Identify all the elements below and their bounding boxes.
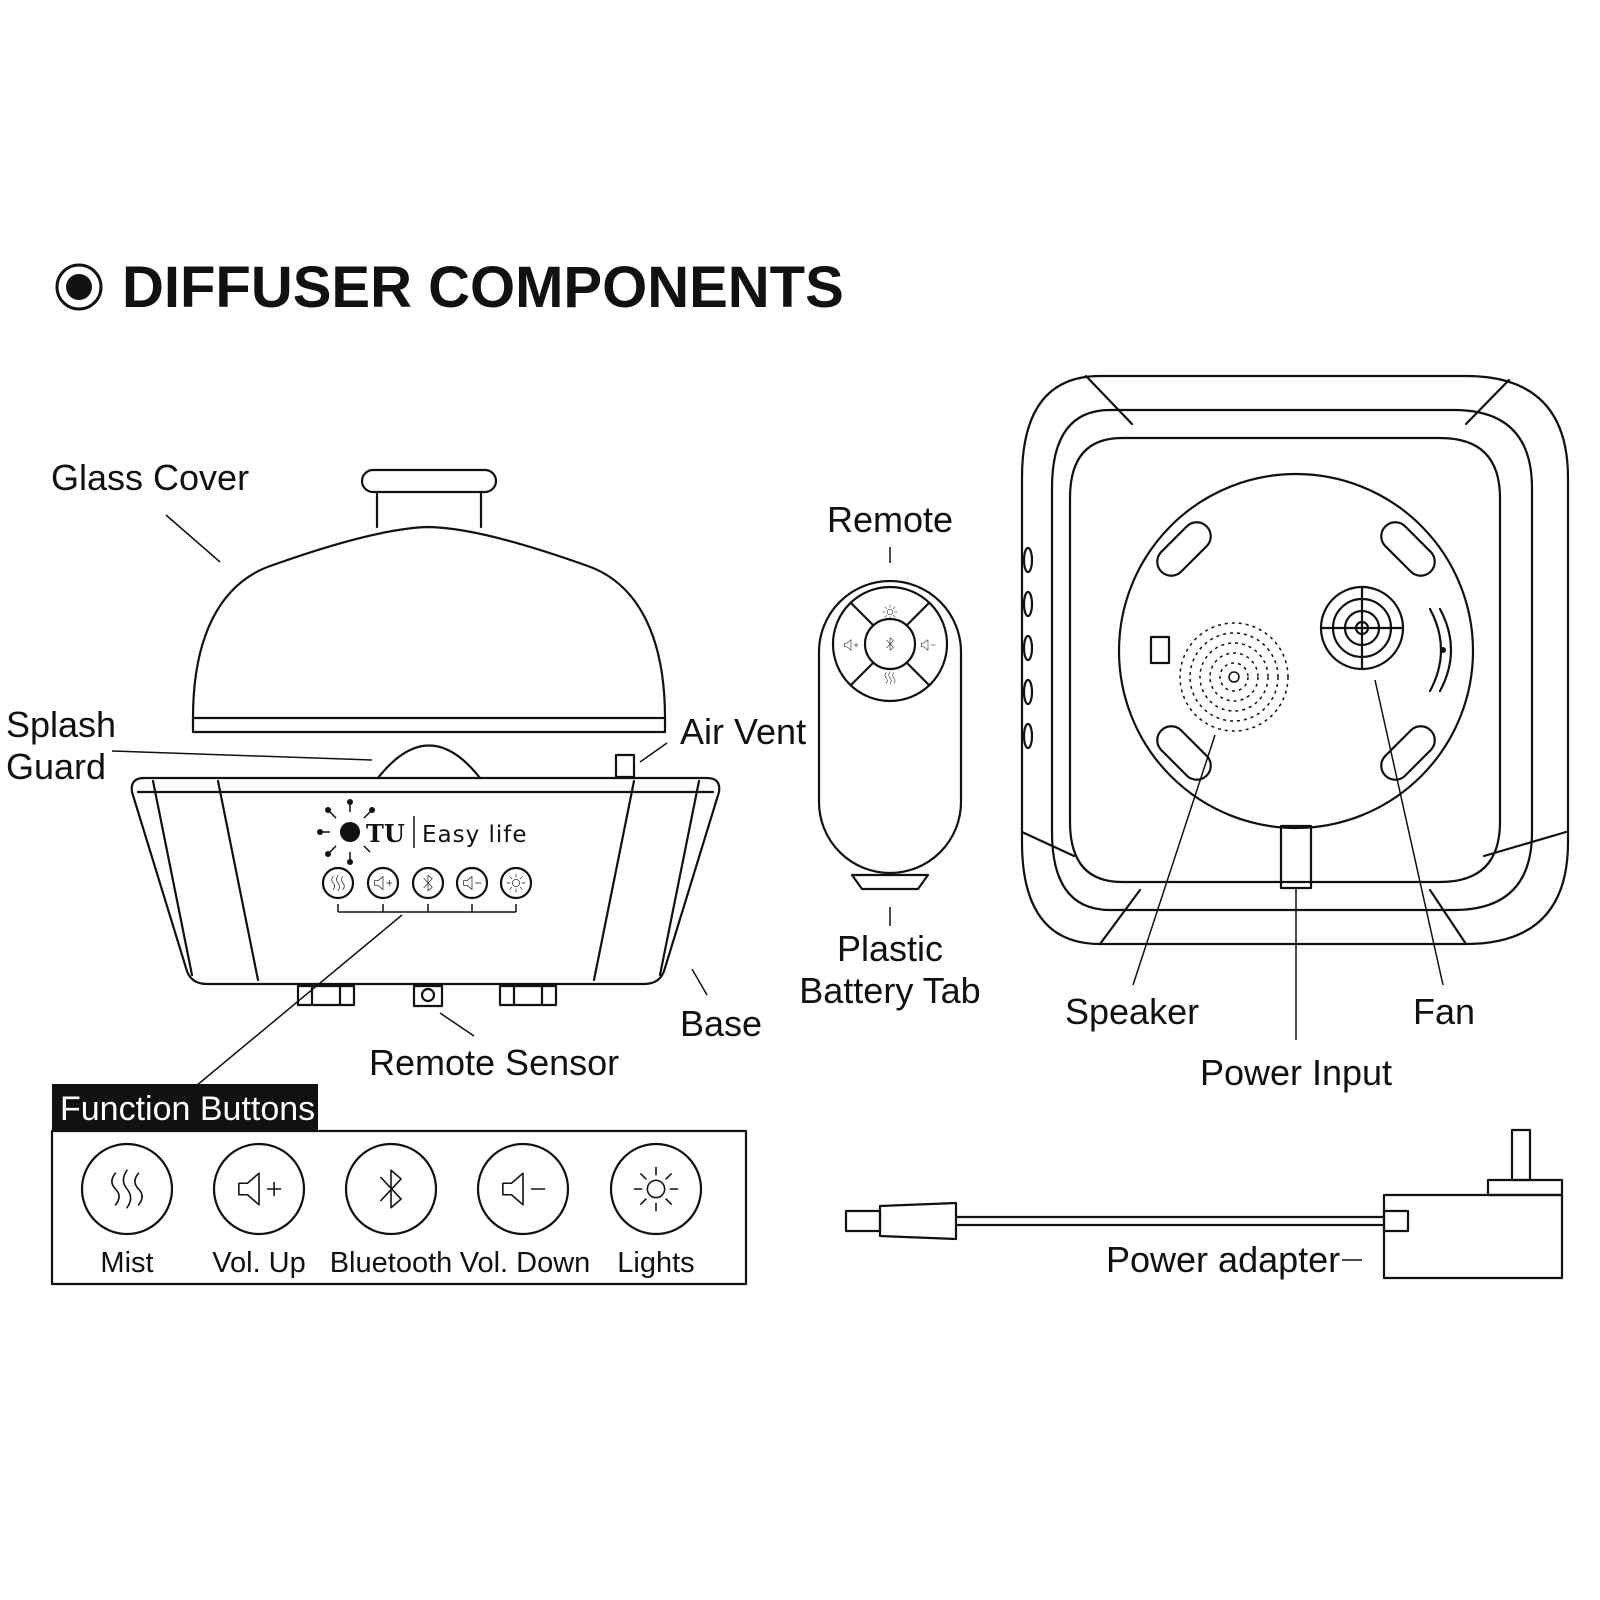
function-buttons-panel	[50, 1129, 748, 1286]
function-label-volume-up: Vol. Up	[212, 1247, 306, 1279]
function-label-lights: Lights	[617, 1247, 694, 1279]
remote-button-lights[interactable]	[882, 604, 898, 620]
base-label: Base	[680, 1003, 762, 1044]
power-input-label: Power Input	[1200, 1052, 1392, 1093]
fan-label: Fan	[1413, 991, 1475, 1032]
remote-sensor-label: Remote Sensor	[369, 1042, 619, 1083]
glass-cover-illustration	[191, 468, 667, 734]
brand-mark: TU	[366, 819, 405, 848]
page-title: DIFFUSER COMPONENTS	[122, 255, 844, 320]
bluetooth-icon	[344, 1142, 438, 1236]
base-button-volume-down[interactable]	[455, 866, 489, 900]
function-label-mist: Mist	[100, 1247, 153, 1279]
remote-button-bluetooth[interactable]	[886, 637, 894, 651]
remote-illustration	[817, 579, 963, 891]
base-button-lights[interactable]	[499, 866, 533, 900]
volume-up-icon	[212, 1142, 306, 1236]
remote-button-volume-up[interactable]	[844, 639, 859, 651]
remote-label: Remote	[827, 499, 953, 540]
base-button-volume-up[interactable]	[366, 866, 400, 900]
base-illustration	[130, 744, 721, 1008]
title-bullet-icon	[55, 263, 103, 311]
mist-icon	[80, 1142, 174, 1236]
volume-down-icon	[476, 1142, 570, 1236]
diffuser-bottom-view-illustration	[1020, 374, 1570, 946]
remote-button-mist[interactable]	[884, 671, 896, 685]
function-buttons-heading-bar	[52, 1084, 318, 1131]
power-adapter-label: Power adapter	[1106, 1239, 1340, 1280]
base-button-mist[interactable]	[321, 866, 355, 900]
brand-tagline: Easy life	[422, 822, 528, 848]
function-label-bluetooth: Bluetooth	[330, 1247, 453, 1279]
speaker-label: Speaker	[1065, 991, 1199, 1032]
brand-logo-icon	[317, 799, 375, 865]
battery-tab-label-line1: Plastic	[837, 928, 943, 969]
battery-tab-label-line2: Battery Tab	[799, 970, 980, 1011]
remote-button-volume-down[interactable]	[921, 639, 936, 651]
splash-guard-label-line1: Splash	[6, 704, 116, 745]
air-vent-label: Air Vent	[680, 711, 806, 752]
function-buttons-heading: Function Buttons	[60, 1090, 315, 1128]
base-button-bluetooth[interactable]	[411, 866, 445, 900]
splash-guard-label-line2: Guard	[6, 746, 106, 787]
glass-cover-label: Glass Cover	[51, 457, 249, 498]
function-label-volume-down: Vol. Down	[460, 1247, 591, 1279]
power-adapter-illustration	[844, 1128, 1564, 1280]
lights-icon	[609, 1142, 703, 1236]
